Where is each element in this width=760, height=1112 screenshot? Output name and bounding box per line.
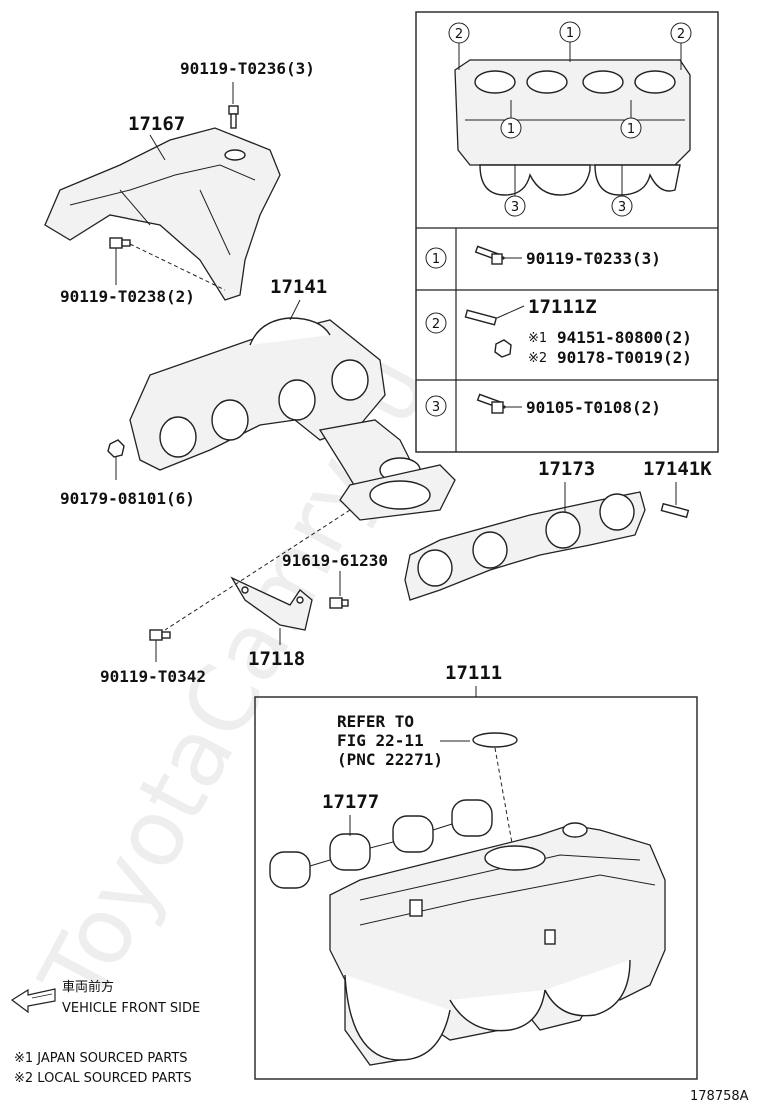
row2-sub1-mark: ※1 xyxy=(528,331,547,346)
label-bolt-insulator: 90119-T0238(2) xyxy=(60,287,195,306)
stud-17141K xyxy=(660,502,690,519)
inset-callouts: 2 1 2 1 1 3 3 xyxy=(448,21,692,217)
row1-part-number: 90119-T0233(3) xyxy=(526,249,661,268)
label-bolt-top: 90119-T0236(3) xyxy=(180,59,315,78)
row1-callout: 1 xyxy=(432,252,440,267)
callout-1-right: 1 xyxy=(627,122,635,137)
row2-sub2-part: 90178-T0019(2) xyxy=(557,348,692,367)
figure-id: 178758A xyxy=(690,1089,749,1104)
row2-part-number: 17111Z xyxy=(528,296,597,318)
bolt-90119-T0238 xyxy=(109,237,131,249)
bolt-icon xyxy=(474,245,503,265)
inset-panel: 2 1 2 1 1 3 3 1 90119-T0233(3) 2 xyxy=(415,11,719,453)
o-ring xyxy=(472,732,518,748)
bolt-90119-T0236 xyxy=(228,105,239,129)
callout-1-top: 1 xyxy=(566,26,574,41)
label-manifold: 17141 xyxy=(270,276,327,298)
nut-icon xyxy=(494,339,512,358)
label-gasket: 17173 xyxy=(538,458,595,480)
callout-2-left: 2 xyxy=(455,27,463,42)
row2-callout: 2 xyxy=(432,317,440,332)
label-bolt-stay: 91619-61230 xyxy=(282,551,388,570)
row2-sub2-mark: ※2 xyxy=(528,351,547,366)
bolt-90119-T0342 xyxy=(149,629,171,641)
intake-box xyxy=(254,696,698,1080)
note-local: ※2 LOCAL SOURCED PARTS xyxy=(14,1071,192,1086)
exhaust-manifold xyxy=(129,317,456,521)
label-stay: 17118 xyxy=(248,648,305,670)
callout-3-right: 3 xyxy=(618,200,626,215)
label-intake-assy: 17111 xyxy=(445,662,502,684)
label-stud: 17141K xyxy=(643,458,712,480)
refer-line3: (PNC 22271) xyxy=(337,750,443,769)
label-nut-manifold: 90179-08101(6) xyxy=(60,489,195,508)
refer-line1: REFER TO xyxy=(337,712,414,731)
label-bolt-bottom: 90119-T0342 xyxy=(100,667,206,686)
intake-gasket xyxy=(269,799,493,889)
label-heat-insulator: 17167 xyxy=(128,113,185,135)
stud-icon xyxy=(464,309,498,326)
refer-line2: FIG 22-11 xyxy=(337,731,424,750)
row2-sub1-part: 94151-80800(2) xyxy=(557,328,692,347)
manifold-stay xyxy=(230,576,313,631)
nut-90179-08101 xyxy=(107,439,125,458)
row3-part-number: 90105-T0108(2) xyxy=(526,398,661,417)
note-japan: ※1 JAPAN SOURCED PARTS xyxy=(14,1051,188,1066)
vehicle-front-arrow-icon xyxy=(10,988,56,1014)
exhaust-gasket xyxy=(404,491,646,601)
intake-manifold xyxy=(329,822,666,1066)
front-jp: 車両前方 xyxy=(62,979,114,995)
heat-insulator xyxy=(44,127,281,301)
front-en: VEHICLE FRONT SIDE xyxy=(62,1001,200,1016)
callout-3-left: 3 xyxy=(511,200,519,215)
bolt-91619-61230 xyxy=(329,597,349,609)
callout-2-right: 2 xyxy=(677,27,685,42)
inset-manifold-drawing xyxy=(454,59,691,196)
row3-callout: 3 xyxy=(432,400,440,415)
label-intake-gasket: 17177 xyxy=(322,791,379,813)
callout-1-left: 1 xyxy=(507,122,515,137)
